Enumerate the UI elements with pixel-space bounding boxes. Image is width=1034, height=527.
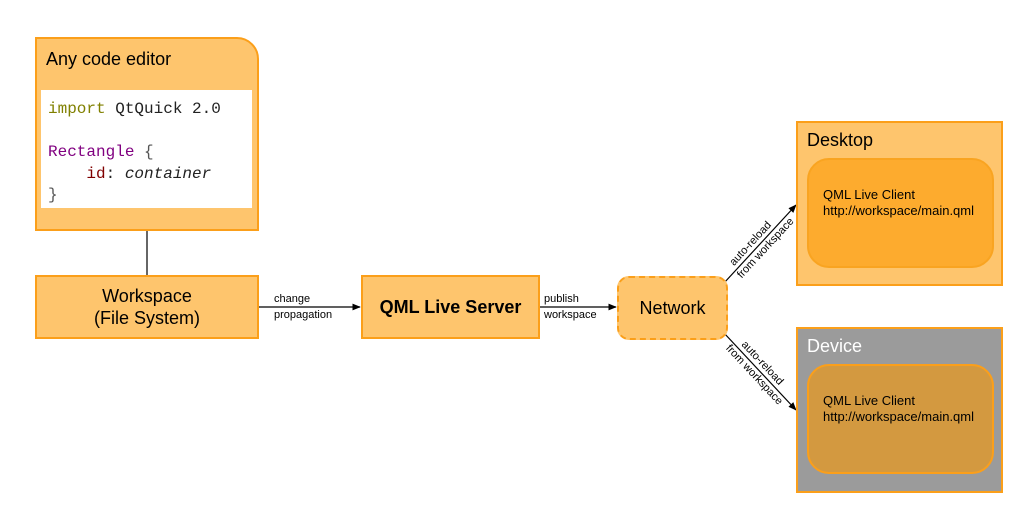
code-editor-title: Any code editor xyxy=(46,49,172,69)
reload-desktop-arrow xyxy=(723,204,797,284)
desktop-live-client: QML Live Client http://workspace/main.qm… xyxy=(807,158,994,268)
device-client-name: QML Live Client xyxy=(823,393,915,408)
code-editor-node: Any code editor import QtQuick 2.0 Recta… xyxy=(35,37,259,231)
code-import-keyword: import xyxy=(48,100,106,118)
device-node: Device QML Live Client http://workspace/… xyxy=(796,327,1003,493)
workspace-label: Workspace xyxy=(102,286,192,306)
desktop-client-name: QML Live Client xyxy=(823,187,915,202)
device-title: Device xyxy=(807,336,863,356)
code-import-module: QtQuick 2.0 xyxy=(105,100,221,118)
change-label-line2: propagation xyxy=(274,309,332,321)
server-label: QML Live Server xyxy=(379,296,522,317)
code-colon: : xyxy=(105,164,125,183)
network-label: Network xyxy=(639,297,706,318)
code-open-brace: { xyxy=(134,143,154,161)
desktop-client-url: http://workspace/main.qml xyxy=(823,203,975,218)
code-property-name: id xyxy=(86,164,106,183)
publish-label-line2: workspace xyxy=(543,309,597,321)
code-property-value: container xyxy=(124,164,212,183)
workspace-sublabel: (File System) xyxy=(93,308,200,328)
reload-device-arrow xyxy=(723,332,797,411)
code-indent xyxy=(48,165,86,183)
device-client-url: http://workspace/main.qml xyxy=(823,409,975,424)
workspace-node: Workspace (File System) xyxy=(35,275,259,339)
change-label-line1: change xyxy=(274,293,310,305)
desktop-title: Desktop xyxy=(807,130,874,150)
network-node: Network xyxy=(617,276,728,340)
code-snippet: import QtQuick 2.0 Rectangle { id: conta… xyxy=(41,90,252,208)
device-live-client: QML Live Client http://workspace/main.qm… xyxy=(807,364,994,474)
desktop-node: Desktop QML Live Client http://workspace… xyxy=(796,121,1003,286)
qml-live-server-node: QML Live Server xyxy=(361,275,540,339)
code-type-name: Rectangle xyxy=(48,143,135,161)
publish-label-line1: publish xyxy=(544,293,579,305)
code-close-brace: } xyxy=(48,186,58,204)
